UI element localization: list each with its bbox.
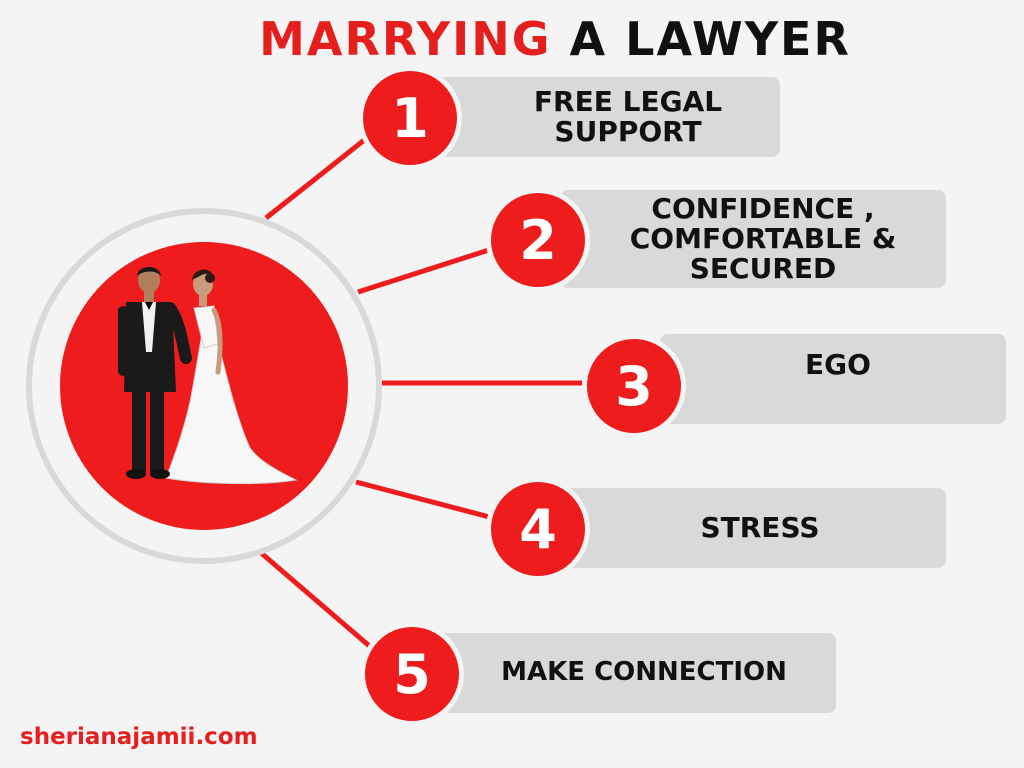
item-4-badge: 4 xyxy=(486,477,590,581)
item-1-label: FREE LEGAL SUPPORT xyxy=(533,85,723,148)
item-2-pill xyxy=(560,190,946,288)
item-2-badge: 2 xyxy=(486,188,590,292)
item-5-label: MAKE CONNECTION xyxy=(501,657,787,688)
item-5-pill xyxy=(432,633,836,713)
item-5-badge: 5 xyxy=(360,622,464,726)
item-3-label: EGO xyxy=(805,348,871,382)
item-1-pill xyxy=(430,77,780,157)
item-2-label: CONFIDENCE , COMFORTABLE & SECURED xyxy=(629,192,897,285)
item-3-pill xyxy=(660,334,1006,424)
connector-5 xyxy=(258,550,390,664)
title-rest: A LAWYER xyxy=(569,12,851,66)
item-3-badge: 3 xyxy=(582,334,686,438)
item-4-label: STRESS xyxy=(700,511,820,545)
item-1-badge: 1 xyxy=(358,66,462,170)
title-accent: MARRYING xyxy=(259,12,552,66)
item-4-pill xyxy=(560,488,946,568)
wedding-couple-illustration xyxy=(118,267,298,485)
page-title: MARRYING A LAWYER xyxy=(0,12,1024,66)
footer-site-url: sherianajamii.com xyxy=(20,724,258,750)
